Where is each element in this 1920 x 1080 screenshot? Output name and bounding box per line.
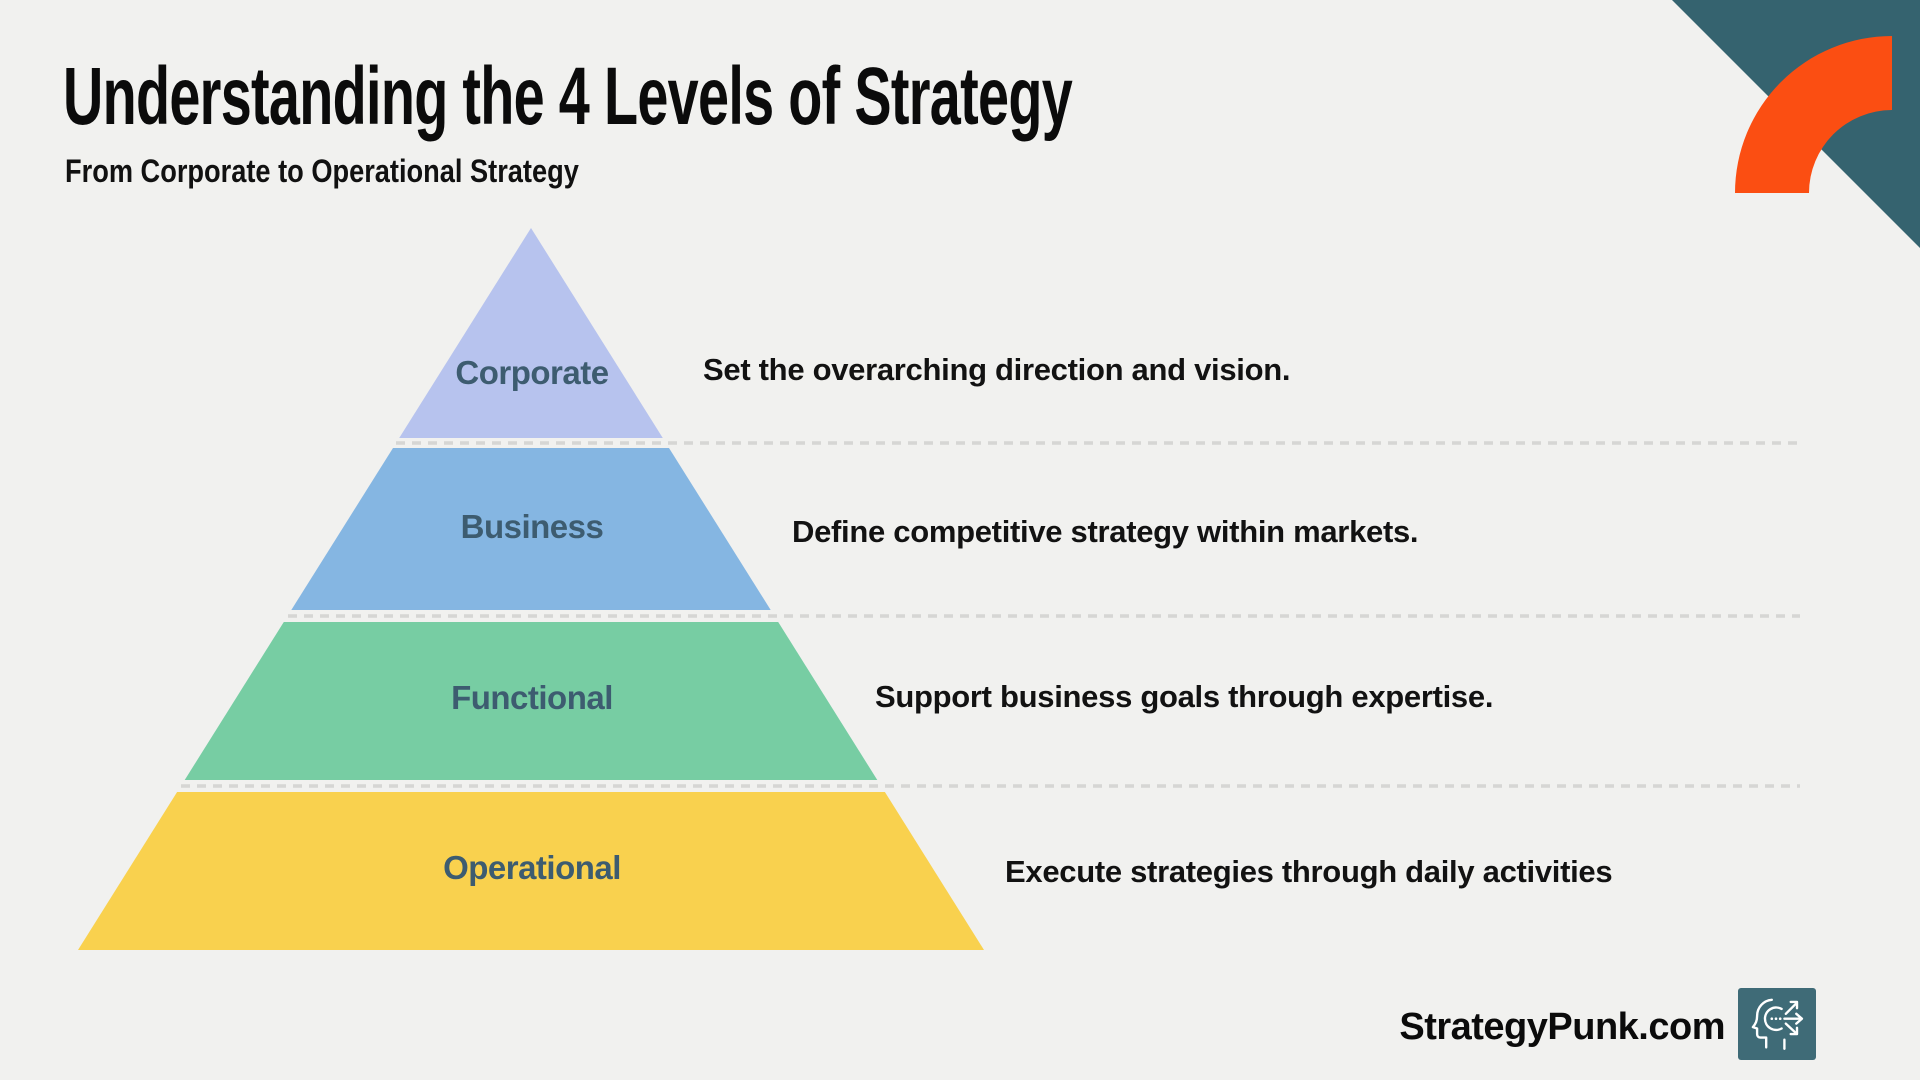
pyramid-label-business: Business — [460, 508, 604, 545]
page-title: Understanding the 4 Levels of Strategy — [63, 51, 1073, 142]
separator-lines — [181, 441, 1800, 788]
description-corporate: Set the overarching direction and vision… — [703, 352, 1291, 387]
page-subtitle: From Corporate to Operational Strategy — [65, 153, 579, 189]
strategy-pyramid — [78, 228, 984, 950]
pyramid-level-corporate — [399, 228, 663, 438]
pyramid-label-corporate: Corporate — [455, 354, 609, 391]
site-name: StrategyPunk.com — [1399, 1006, 1725, 1048]
pyramid-label-functional: Functional — [451, 679, 613, 716]
corner-arc-decoration — [1735, 36, 1892, 193]
pyramid-level-business — [291, 448, 771, 610]
description-business: Define competitive strategy within marke… — [792, 514, 1419, 549]
description-functional: Support business goals through expertise… — [875, 679, 1494, 714]
pyramid-label-operational: Operational — [443, 849, 621, 886]
pyramid-level-operational — [78, 792, 984, 950]
description-operational: Execute strategies through daily activit… — [1005, 854, 1613, 889]
logo-background — [1738, 988, 1816, 1060]
pyramid-level-functional — [184, 622, 878, 780]
head-strategy-icon — [1751, 998, 1804, 1050]
strategypunk-logo — [1738, 988, 1816, 1060]
